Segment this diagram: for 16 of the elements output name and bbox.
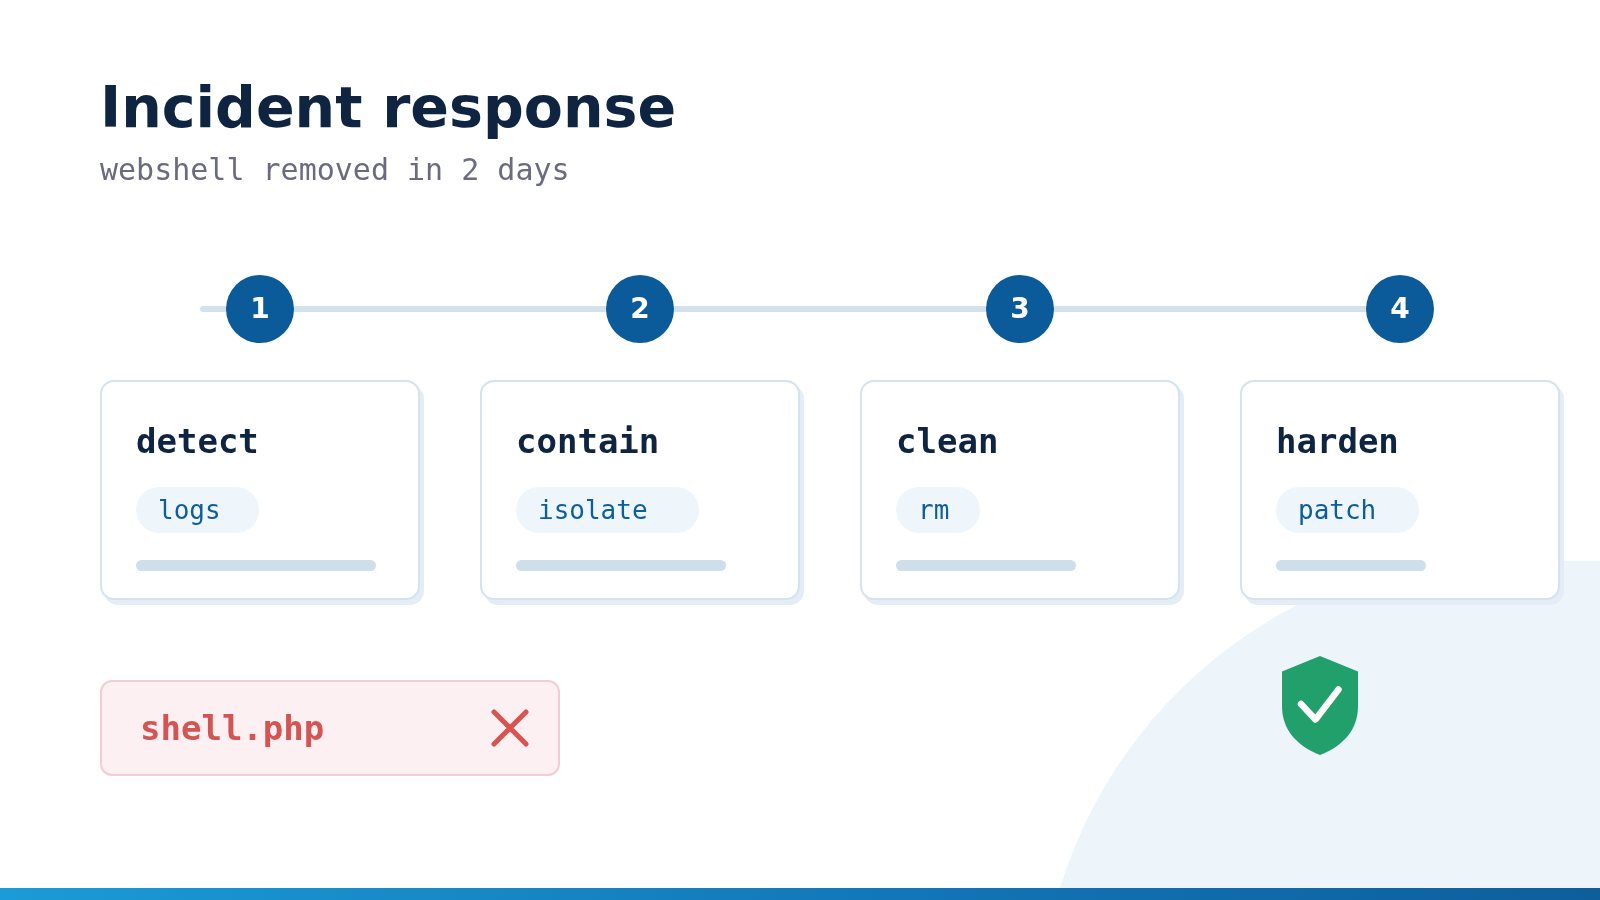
step-number: 2 bbox=[630, 295, 650, 323]
step-title: contain bbox=[516, 421, 660, 461]
tag-label: isolate bbox=[538, 497, 648, 523]
step-number: 4 bbox=[1390, 295, 1410, 323]
file-alert bbox=[100, 680, 560, 776]
page-title: Incident response bbox=[100, 73, 677, 142]
tag-label: patch bbox=[1298, 497, 1377, 523]
step-number: 3 bbox=[1010, 295, 1030, 323]
tag-label: logs bbox=[158, 497, 221, 523]
step-title: clean bbox=[896, 421, 999, 461]
subtitle: webshell removed in 2 days bbox=[100, 152, 570, 188]
step-title: detect bbox=[136, 421, 259, 461]
step-title: harden bbox=[1276, 421, 1399, 461]
step-number: 1 bbox=[250, 295, 270, 323]
tag-label: rm bbox=[918, 497, 950, 523]
file-name: shell.php bbox=[140, 708, 325, 748]
